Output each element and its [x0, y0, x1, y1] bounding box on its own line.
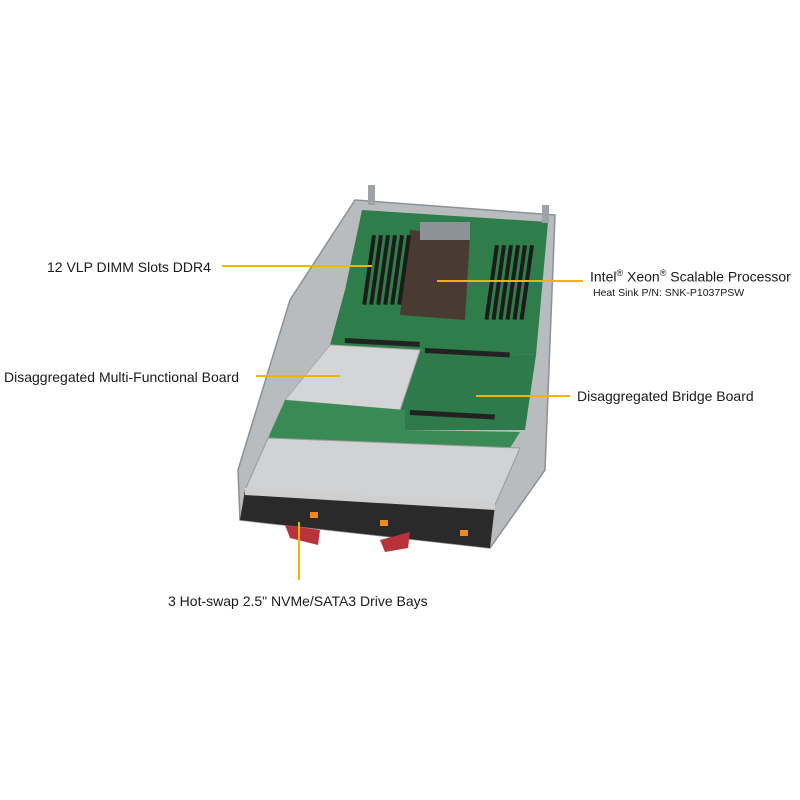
mfb-label: Disaggregated Multi-Functional Board: [4, 369, 240, 385]
heatsink-label: Heat Sink P/N: SNK-P1037PSW: [593, 287, 745, 299]
drives-leader-line: [298, 522, 300, 580]
cpu-brand-text: Intel: [590, 268, 617, 285]
cpu-xeon-text: Xeon: [623, 268, 660, 285]
bridge-label: Disaggregated Bridge Board: [577, 388, 754, 404]
cpu-label: Intel® Xeon® Scalable Processor: [590, 265, 791, 285]
cpu-leader-line: [437, 280, 583, 282]
bridge-leader-line: [476, 395, 570, 397]
dimm-leader-line: [222, 265, 372, 267]
registered-mark: ®: [616, 268, 624, 278]
dimm-label: 12 VLP DIMM Slots DDR4: [47, 259, 211, 275]
drives-label: 3 Hot-swap 2.5" NVMe/SATA3 Drive Bays: [168, 593, 428, 609]
cpu-rest-text: Scalable Processor: [666, 268, 791, 285]
registered-mark: ®: [659, 268, 667, 278]
mfb-leader-line: [256, 375, 340, 377]
